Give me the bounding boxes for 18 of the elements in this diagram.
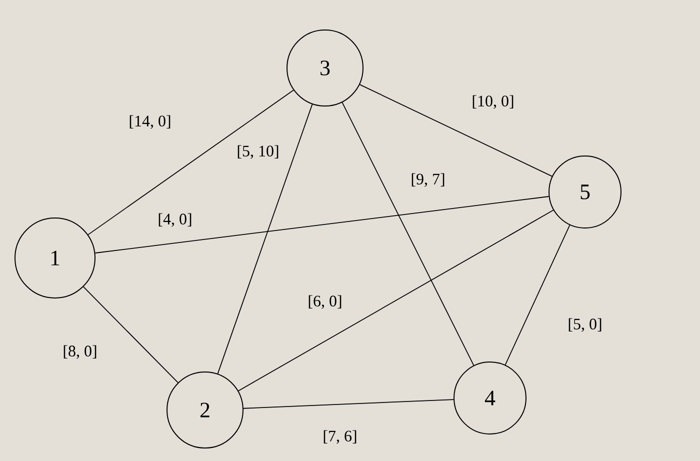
edge-line — [342, 102, 474, 366]
edge-line — [504, 224, 570, 366]
edge-line — [94, 196, 550, 254]
edge-line — [88, 90, 294, 236]
edge-line — [238, 210, 554, 392]
edge-label: [6, 0] — [306, 294, 344, 310]
edge-line — [243, 399, 454, 409]
edge-label: [14, 0] — [128, 114, 172, 130]
edge-line — [359, 84, 553, 177]
edge-line — [217, 104, 313, 374]
edge-label: [7, 6] — [322, 429, 358, 445]
edge-label: [4, 0] — [156, 212, 194, 228]
edge-label: [8, 0] — [62, 344, 98, 360]
edge-line — [83, 286, 178, 384]
edge-label: [10, 0] — [470, 94, 516, 110]
edge-label: [5, 0] — [566, 317, 604, 333]
edge-label: [9, 7] — [410, 172, 446, 188]
edge-label: [5, 10] — [236, 144, 280, 160]
